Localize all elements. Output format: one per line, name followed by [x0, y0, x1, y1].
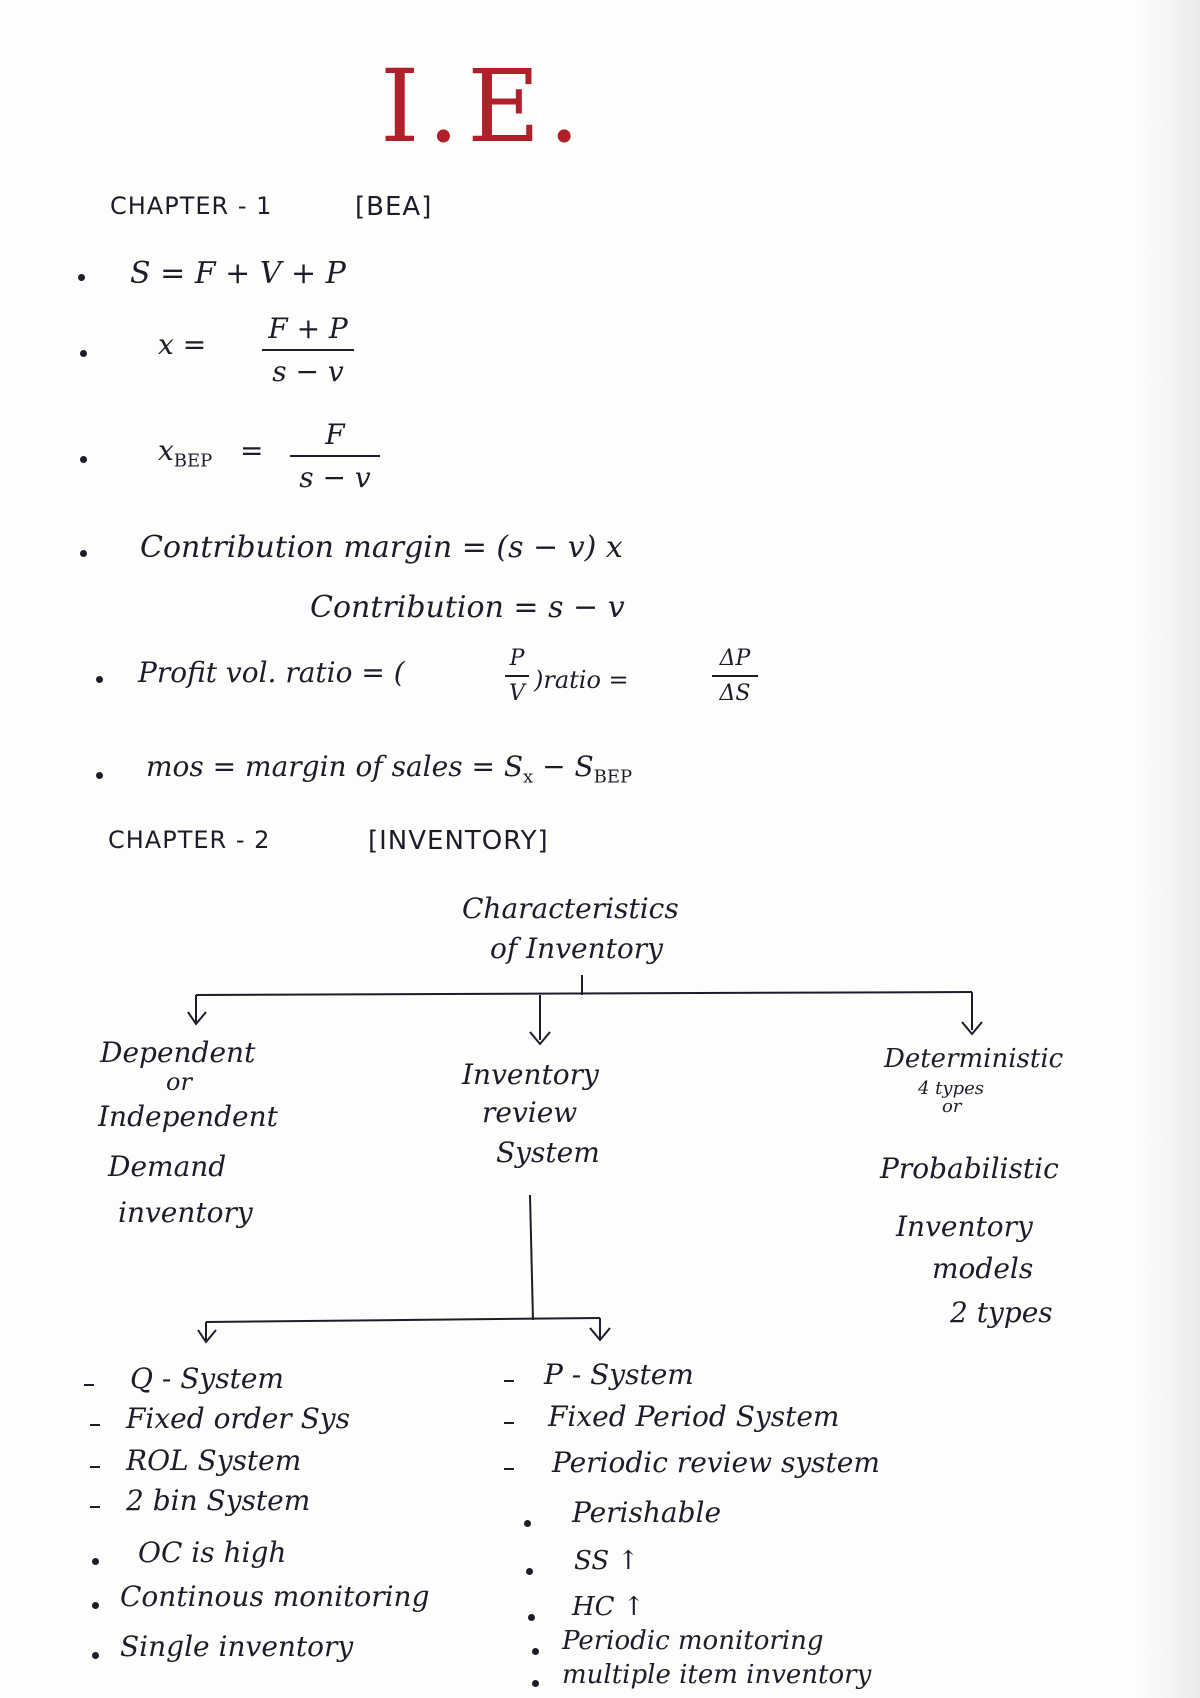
formula-contribution: Contribution = s − v: [310, 590, 625, 625]
chapter1-tag: [BEA]: [355, 192, 433, 222]
formula-x-fraction: F + P s − v: [262, 312, 354, 388]
numerator: P: [509, 646, 525, 671]
formula-pv-ratio-lhs: Profit vol. ratio = (: [138, 656, 405, 689]
bullet: [92, 1602, 99, 1609]
q-system-point: Continous monitoring: [120, 1580, 430, 1613]
formula-xbep-eq: =: [240, 434, 264, 467]
p-system-point: SS ↑: [574, 1546, 640, 1576]
dash-marker: [90, 1466, 100, 1468]
q-system-item: Fixed order Sys: [126, 1402, 350, 1435]
bullet: [78, 274, 85, 281]
left-branch-line3: Independent: [98, 1100, 278, 1133]
page-edge-shadow: [1140, 0, 1200, 1698]
q-system-point: OC is high: [138, 1536, 287, 1569]
p-system-point: Periodic monitoring: [562, 1626, 824, 1656]
right-branch-line6: models: [932, 1252, 1034, 1285]
left-branch-line1: Dependent: [100, 1036, 256, 1069]
chapter2-tag: [INVENTORY]: [368, 826, 549, 856]
p-system-item: Fixed Period System: [548, 1400, 840, 1433]
mid-branch-line1: Inventory: [462, 1058, 599, 1091]
bullet: [524, 1520, 531, 1527]
q-system-item: Q - System: [130, 1362, 284, 1395]
formula-sales: S = F + V + P: [130, 256, 346, 291]
formula-pv-ratio-rhs: )ratio =: [534, 666, 629, 694]
bullet: [92, 1652, 99, 1659]
mid-branch-line3: System: [496, 1136, 600, 1169]
bullet: [80, 550, 87, 557]
right-branch-line7: 2 types: [950, 1296, 1053, 1329]
q-system-item: 2 bin System: [126, 1484, 311, 1517]
tree-root-line1: Characteristics: [462, 892, 679, 925]
bullet: [96, 676, 103, 683]
p-system-point: Perishable: [572, 1496, 722, 1529]
numerator: F + P: [268, 312, 348, 345]
p-system-point: multiple item inventory: [562, 1660, 872, 1690]
dash-marker: [504, 1422, 514, 1424]
dash-marker: [84, 1384, 94, 1386]
dash-marker: [90, 1424, 100, 1426]
formula-x-lhs: x =: [158, 328, 207, 361]
denominator: s − v: [272, 355, 344, 388]
right-branch-line3: or: [942, 1096, 962, 1117]
formula-mos: mos = margin of sales = Sx − SBEP: [146, 750, 633, 788]
numerator: ΔP: [719, 646, 751, 671]
bullet: [532, 1680, 539, 1687]
numerator: F: [325, 418, 345, 451]
bullet: [532, 1648, 539, 1655]
q-system-point: Single inventory: [120, 1630, 354, 1663]
right-branch-line5: Inventory: [896, 1210, 1033, 1243]
tree-root-line2: of Inventory: [490, 932, 663, 965]
bullet: [96, 772, 103, 779]
left-branch-line4: Demand: [108, 1150, 227, 1183]
chapter2-heading: CHAPTER - 2: [108, 826, 271, 854]
denominator: s − v: [299, 461, 371, 494]
bullet: [528, 1614, 535, 1621]
bullet: [80, 456, 87, 463]
right-branch-line4: Probabilistic: [880, 1152, 1059, 1185]
left-branch-line2: or: [166, 1068, 192, 1096]
q-system-item: ROL System: [126, 1444, 302, 1477]
p-system-item: Periodic review system: [552, 1446, 880, 1479]
dash-marker: [504, 1468, 514, 1470]
bullet: [526, 1568, 533, 1575]
dash-marker: [504, 1380, 514, 1382]
left-branch-line5: inventory: [118, 1196, 253, 1229]
formula-contribution-margin: Contribution margin = (s − v) x: [140, 530, 623, 565]
dash-marker: [90, 1506, 100, 1508]
chapter1-heading: CHAPTER - 1: [110, 192, 273, 220]
formula-xbep-lhs: xBEP: [158, 434, 213, 472]
mid-branch-line2: review: [482, 1096, 578, 1129]
right-branch-line1: Deterministic: [884, 1044, 1064, 1074]
p-system-point: HC ↑: [572, 1592, 645, 1622]
formula-xbep-fraction: F s − v: [290, 418, 380, 494]
page-title: I.E.: [380, 48, 589, 165]
bullet: [80, 350, 87, 357]
right-branch-line2: 4 types: [918, 1078, 984, 1099]
p-system-item: P - System: [544, 1358, 694, 1391]
denominator: V: [509, 681, 525, 706]
formula-delta-fraction: ΔP ΔS: [712, 646, 758, 706]
formula-pv-fraction: P V: [505, 646, 529, 706]
bullet: [92, 1558, 99, 1565]
denominator: ΔS: [719, 681, 751, 706]
